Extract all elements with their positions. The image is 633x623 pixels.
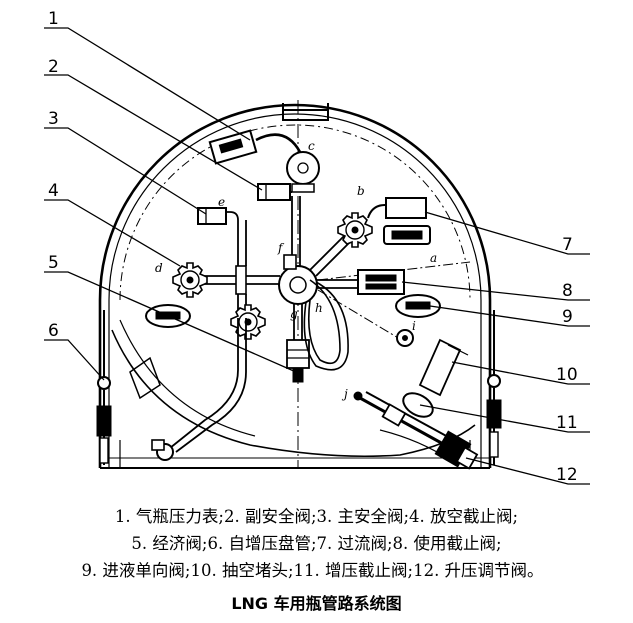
point-j: j (341, 387, 348, 401)
point-e: e (218, 195, 225, 209)
lng-piping-diagram: 1 2 3 4 5 6 7 8 9 10 11 12 a b c d e f g… (44, 9, 590, 485)
manifold (190, 196, 471, 383)
callout-12: 12 (556, 465, 578, 485)
overflow-valve (367, 197, 431, 245)
service-valve (357, 269, 405, 295)
point-b: b (357, 184, 365, 198)
legend-line-1: 1. 气瓶压力表;2. 副安全阀;3. 主安全阀;4. 放空截止阀; (114, 507, 519, 526)
saddle (111, 319, 476, 461)
valve-5-gear (230, 304, 266, 340)
callout-11: 11 (556, 413, 578, 433)
callout-8: 8 (562, 281, 573, 301)
callout-6: 6 (48, 321, 59, 341)
callout-9: 9 (562, 307, 573, 327)
point-f: f (277, 241, 285, 255)
callout-10: 10 (556, 365, 578, 385)
valve-d-gear (172, 262, 208, 298)
point-letters: a b c d e f g h i j (155, 139, 437, 401)
top-boss (282, 103, 329, 121)
valve-b-gear (337, 212, 373, 248)
legend-line-2: 5. 经济阀;6. 自增压盘管;7. 过流阀;8. 使用截止阀; (131, 534, 502, 553)
tank-shell (98, 100, 492, 469)
point-g: g (290, 307, 298, 321)
callout-1: 1 (48, 9, 59, 29)
legend-line-3: 9. 进液单向阀;10. 抽空堵头;11. 增压截止阀;12. 升压调节阀。 (81, 561, 544, 580)
right-coil-tube (486, 310, 502, 465)
callout-3: 3 (48, 109, 59, 129)
point-d: d (155, 261, 163, 275)
callout-4: 4 (48, 181, 59, 201)
secondary-safety-valve (257, 183, 292, 201)
callout-numbers: 1 2 3 4 5 6 7 8 9 10 11 12 (48, 9, 578, 485)
pressure-gauge (208, 129, 320, 193)
point-a: a (430, 251, 437, 265)
callout-7: 7 (562, 235, 573, 255)
point-i: i (412, 319, 416, 333)
pressure-buildup-coil (151, 318, 247, 461)
callout-2: 2 (48, 57, 59, 77)
point-c: c (308, 139, 315, 153)
point-h: h (315, 301, 323, 315)
callout-5: 5 (48, 253, 59, 273)
check-valve (396, 329, 414, 347)
leader-lines (44, 27, 590, 485)
figure-caption: LNG 车用瓶管路系统图 (231, 594, 402, 613)
main-safety-valve (197, 207, 227, 225)
left-coil-tube (96, 310, 112, 465)
